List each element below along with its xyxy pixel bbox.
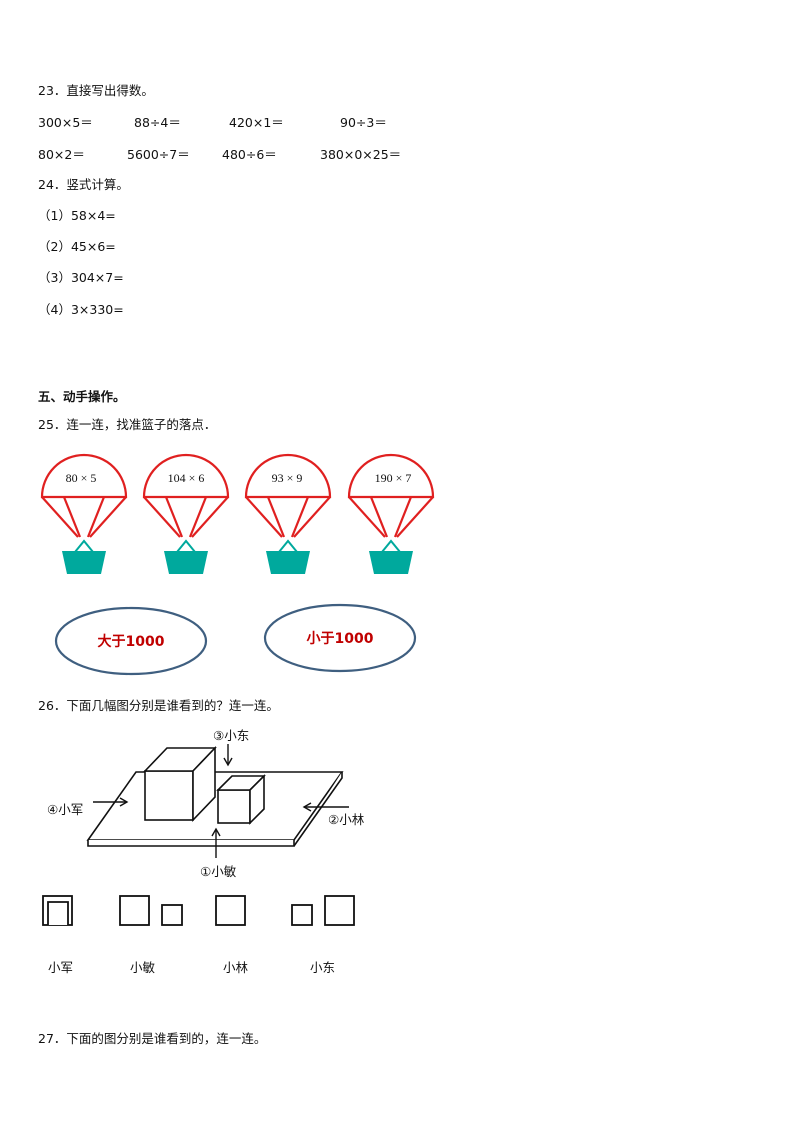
arrow-icon — [93, 797, 129, 807]
parachute-label: 80 × 5 — [66, 471, 97, 485]
oval-less-than-1000[interactable]: 小于1000 — [263, 603, 417, 673]
q27-title: 27．下面的图分别是谁看到的，连一连。 — [38, 1031, 267, 1046]
q23-expr-4: 90÷3＝ — [340, 115, 387, 130]
q23-expr-6: 5600÷7＝ — [127, 147, 190, 162]
name-label-xiaodong: 小东 — [310, 960, 335, 975]
q23-expr-3: 420×1＝ — [229, 115, 284, 130]
q25-title: 25．连一连，找准篮子的落点． — [38, 417, 217, 432]
parachute-label: 93 × 9 — [272, 471, 303, 485]
q24-item-1: （1）58×4= — [38, 208, 116, 223]
q23-title: 23．直接写出得数。 — [38, 83, 154, 98]
parachute-2: 104 × 6 — [142, 453, 230, 574]
name-label-xiaomin: 小敏 — [130, 960, 156, 975]
parachute-1: 80 × 5 — [40, 453, 128, 574]
oval-label: 小于1000 — [307, 631, 374, 647]
basket-icon — [164, 539, 208, 574]
viewer-label-xiaolin: ②小林 — [328, 812, 365, 827]
name-label-xiaolin: 小林 — [223, 960, 249, 975]
basket-icon — [266, 539, 310, 574]
viewer-label-xiaojun: ④小军 — [47, 802, 83, 817]
basket-icon — [62, 539, 106, 574]
q23-expr-2: 88÷4＝ — [134, 115, 181, 130]
view-shape-2[interactable] — [119, 895, 183, 926]
small-cube — [216, 774, 266, 825]
parachute-label: 104 × 6 — [168, 471, 205, 485]
oval-greater-than-1000[interactable]: 大于1000 — [54, 606, 208, 676]
q24-item-4: （4）3×330= — [38, 302, 124, 317]
parachute-3: 93 × 9 — [244, 453, 332, 574]
viewer-label-xiaomin: ①小敏 — [200, 864, 237, 879]
q26-title: 26．下面几幅图分别是谁看到的？连一连。 — [38, 698, 279, 713]
q24-item-3: （3）304×7= — [38, 270, 124, 285]
q23-expr-7: 480÷6＝ — [222, 147, 277, 162]
q23-expr-8: 380×0×25＝ — [320, 147, 402, 162]
arrow-icon — [211, 827, 221, 858]
view-shape-1[interactable] — [42, 895, 73, 926]
arrow-icon — [223, 744, 233, 767]
basket-icon — [369, 539, 413, 574]
q23-expr-1: 300×5＝ — [38, 115, 93, 130]
q24-item-2: （2）45×6= — [38, 239, 116, 254]
name-label-xiaojun: 小军 — [48, 960, 73, 975]
big-cube — [143, 746, 217, 822]
section-five-title: 五、动手操作。 — [38, 389, 126, 404]
q23-expr-5: 80×2＝ — [38, 147, 85, 162]
viewer-label-xiaodong: ③小东 — [213, 728, 249, 743]
q24-title: 24．竖式计算。 — [38, 177, 129, 192]
arrow-icon — [302, 802, 349, 812]
oval-label: 大于1000 — [98, 633, 165, 650]
view-shape-4[interactable] — [291, 895, 355, 926]
parachute-label: 190 × 7 — [375, 471, 412, 485]
parachute-4: 190 × 7 — [347, 453, 435, 574]
view-shape-3[interactable] — [215, 895, 246, 926]
